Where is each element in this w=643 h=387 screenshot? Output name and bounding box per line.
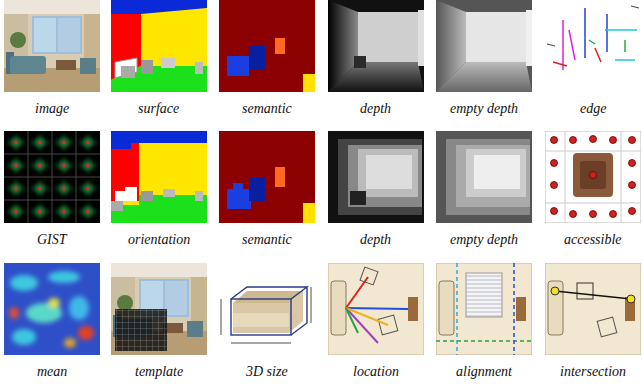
intersection-plan xyxy=(545,263,641,355)
surface-map xyxy=(111,0,207,92)
panel-caption: 3D size xyxy=(246,364,288,380)
gist-descriptor xyxy=(4,131,100,223)
panel-caption: alignment xyxy=(456,364,512,380)
empty-depth-map xyxy=(436,0,532,92)
panel-caption: edge xyxy=(580,101,606,117)
semantic-map xyxy=(219,0,315,92)
panel-caption: depth xyxy=(360,101,391,117)
panel-caption: location xyxy=(353,364,399,380)
panel-caption: image xyxy=(35,101,69,117)
location-plan xyxy=(328,263,424,355)
panel-caption: mean xyxy=(37,364,67,380)
panel-caption: template xyxy=(135,364,183,380)
panel-caption: depth xyxy=(360,232,391,248)
alignment-plan xyxy=(436,263,532,355)
edge-map xyxy=(545,0,641,92)
depth-map xyxy=(328,0,424,92)
sofa-3d-box xyxy=(219,263,315,355)
semantic-map-blocky xyxy=(219,131,315,223)
panel-caption: empty depth xyxy=(450,232,518,248)
panel-caption: surface xyxy=(138,101,179,117)
panel-caption: intersection xyxy=(560,364,626,380)
panel-caption: semantic xyxy=(242,101,292,117)
accessible-map xyxy=(545,131,641,223)
panel-caption: semantic xyxy=(242,232,292,248)
empty-depth-map-blocky xyxy=(436,131,532,223)
depth-map-blocky xyxy=(328,131,424,223)
panel-caption: empty depth xyxy=(450,101,518,117)
template-photo xyxy=(111,263,207,355)
panel-caption: accessible xyxy=(564,232,622,248)
panel-caption: GIST xyxy=(37,232,67,248)
mean-heatmap xyxy=(4,263,100,355)
room-photo xyxy=(4,0,100,92)
orientation-map xyxy=(111,131,207,223)
panel-caption: orientation xyxy=(128,232,190,248)
